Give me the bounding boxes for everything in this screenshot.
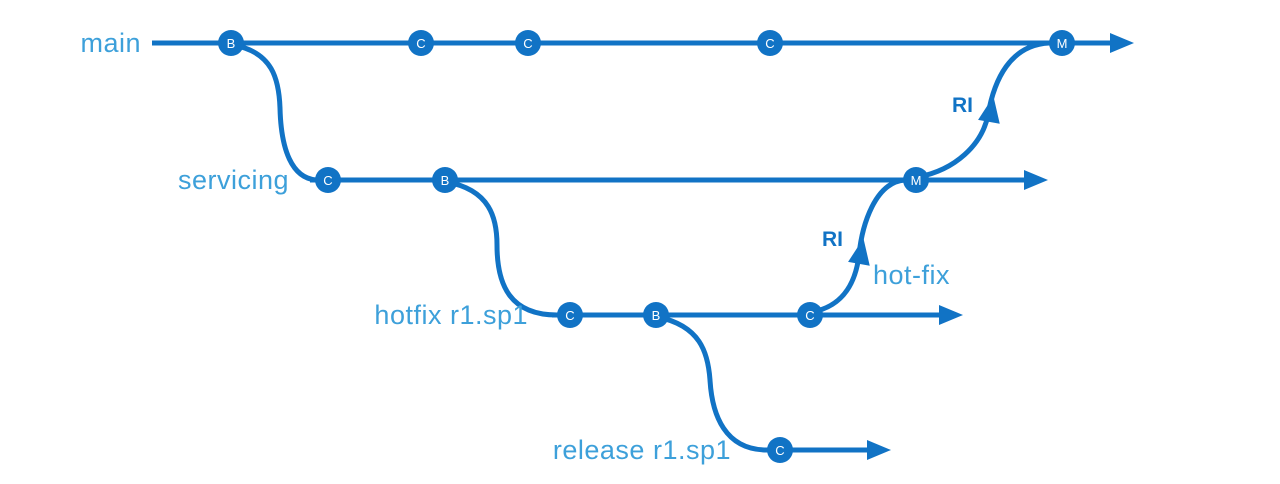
node-release-commit-1: C xyxy=(767,437,793,463)
main-branch-arrow-icon xyxy=(1110,33,1134,53)
node-circle xyxy=(643,302,669,328)
node-letter: B xyxy=(227,36,236,51)
servicing-branch-arrow-icon xyxy=(1024,170,1048,190)
node-circle xyxy=(515,30,541,56)
node-letter: C xyxy=(565,308,574,323)
servicing-branch-label: servicing xyxy=(178,165,289,195)
node-hotfix-commit-2: C xyxy=(797,302,823,328)
node-main-branch: B xyxy=(218,30,244,56)
node-letter: M xyxy=(1057,36,1068,51)
ri-upper-arrow-icon xyxy=(978,96,1000,124)
main-to-servicing-branch-curve xyxy=(232,42,317,183)
node-servicing-commit-1: C xyxy=(315,167,341,193)
hotfix-to-release-branch-curve xyxy=(657,314,768,453)
hotfix-branch-arrow-icon xyxy=(939,305,963,325)
node-circle xyxy=(432,167,458,193)
node-circle xyxy=(903,167,929,193)
node-letter: M xyxy=(911,173,922,188)
node-main-commit-2: C xyxy=(515,30,541,56)
node-circle xyxy=(757,30,783,56)
main-branch-label: main xyxy=(80,28,141,58)
node-circle xyxy=(408,30,434,56)
node-letter: C xyxy=(765,36,774,51)
node-main-commit-3: C xyxy=(757,30,783,56)
node-letter: C xyxy=(775,443,784,458)
node-letter: C xyxy=(523,36,532,51)
release-branch-arrow-icon xyxy=(867,440,891,460)
ri-upper-label: RI xyxy=(952,94,973,117)
node-circle xyxy=(767,437,793,463)
servicing-to-main-merge-curve xyxy=(917,40,1050,180)
node-main-merge: M xyxy=(1049,30,1075,56)
node-circle xyxy=(797,302,823,328)
node-hotfix-commit-1: C xyxy=(557,302,583,328)
node-circle xyxy=(1049,30,1075,56)
node-letter: B xyxy=(441,173,450,188)
node-circle xyxy=(315,167,341,193)
node-main-commit-1: C xyxy=(408,30,434,56)
servicing-to-hotfix-branch-curve xyxy=(446,179,558,318)
release-branch-label: release r1.sp1 xyxy=(553,435,731,465)
ri-lower-arrow-icon xyxy=(848,238,870,266)
hotfix-branch-label: hotfix r1.sp1 xyxy=(374,300,528,330)
node-hotfix-branch: B xyxy=(643,302,669,328)
node-letter: B xyxy=(652,308,661,323)
node-letter: C xyxy=(805,308,814,323)
node-letter: C xyxy=(323,173,332,188)
ri-lower-label: RI xyxy=(822,228,843,251)
node-circle xyxy=(557,302,583,328)
node-servicing-branch: B xyxy=(432,167,458,193)
node-circle xyxy=(218,30,244,56)
hotfix-merge-label: hot-fix xyxy=(873,260,950,290)
node-servicing-merge: M xyxy=(903,167,929,193)
node-letter: C xyxy=(416,36,425,51)
